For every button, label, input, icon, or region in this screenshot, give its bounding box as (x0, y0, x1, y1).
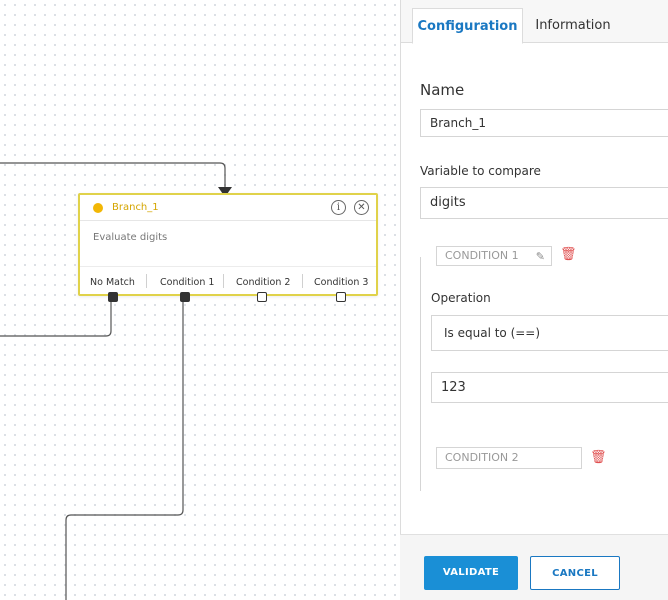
output-port-no-match[interactable] (108, 292, 118, 302)
tab-bar: Configuration Information (401, 0, 668, 44)
condition-1-value-input[interactable]: 123 (431, 372, 668, 403)
branch-node[interactable]: Branch_1 i ✕ Evaluate digits No Match Co… (78, 193, 378, 302)
pencil-icon[interactable]: ✎ (535, 250, 545, 263)
variable-input[interactable]: digits (420, 187, 668, 219)
condition-1-connector (65, 300, 184, 600)
incoming-connector (0, 162, 226, 188)
condition-2-label: CONDITION 2 (445, 451, 519, 464)
node-input-arrow (218, 187, 232, 197)
info-icon[interactable]: i (331, 200, 346, 215)
name-input[interactable]: Branch_1 (420, 109, 668, 137)
output-separator (146, 274, 147, 288)
output-label-no-match: No Match (90, 277, 135, 288)
tab-information[interactable]: Information (535, 18, 611, 33)
flow-canvas[interactable]: Branch_1 i ✕ Evaluate digits No Match Co… (0, 0, 400, 600)
name-label: Name (420, 81, 465, 99)
output-separator (223, 274, 224, 288)
node-header: Branch_1 i ✕ (80, 195, 376, 221)
output-label-condition-1: Condition 1 (160, 277, 215, 288)
conditions-frame (420, 257, 432, 491)
validate-button[interactable]: VALIDATE (424, 556, 518, 590)
operation-label: Operation (431, 291, 491, 305)
output-port-condition-1[interactable] (180, 292, 190, 302)
output-label-condition-3: Condition 3 (314, 277, 369, 288)
trash-icon[interactable]: 🗑 (560, 247, 577, 262)
condition-2-title[interactable]: CONDITION 2 (436, 447, 582, 469)
no-match-connector (0, 300, 112, 337)
status-dot (93, 203, 103, 213)
condition-1-title[interactable]: CONDITION 1 ✎ (436, 246, 552, 266)
operation-select[interactable]: Is equal to (==) (431, 315, 668, 351)
trash-icon[interactable]: 🗑 (590, 450, 607, 465)
node-divider (80, 266, 376, 267)
output-separator (302, 274, 303, 288)
cancel-button[interactable]: CANCEL (530, 556, 620, 590)
node-title: Branch_1 (112, 202, 159, 213)
output-label-condition-2: Condition 2 (236, 277, 291, 288)
properties-panel: Configuration Information (400, 0, 668, 600)
condition-1-label: CONDITION 1 (445, 249, 519, 262)
close-icon[interactable]: ✕ (354, 200, 369, 215)
variable-label: Variable to compare (420, 164, 541, 178)
tab-configuration[interactable]: Configuration (412, 8, 523, 44)
output-port-condition-3[interactable] (336, 292, 346, 302)
connector-lines (0, 162, 226, 600)
node-description: Evaluate digits (93, 232, 168, 243)
output-port-condition-2[interactable] (257, 292, 267, 302)
